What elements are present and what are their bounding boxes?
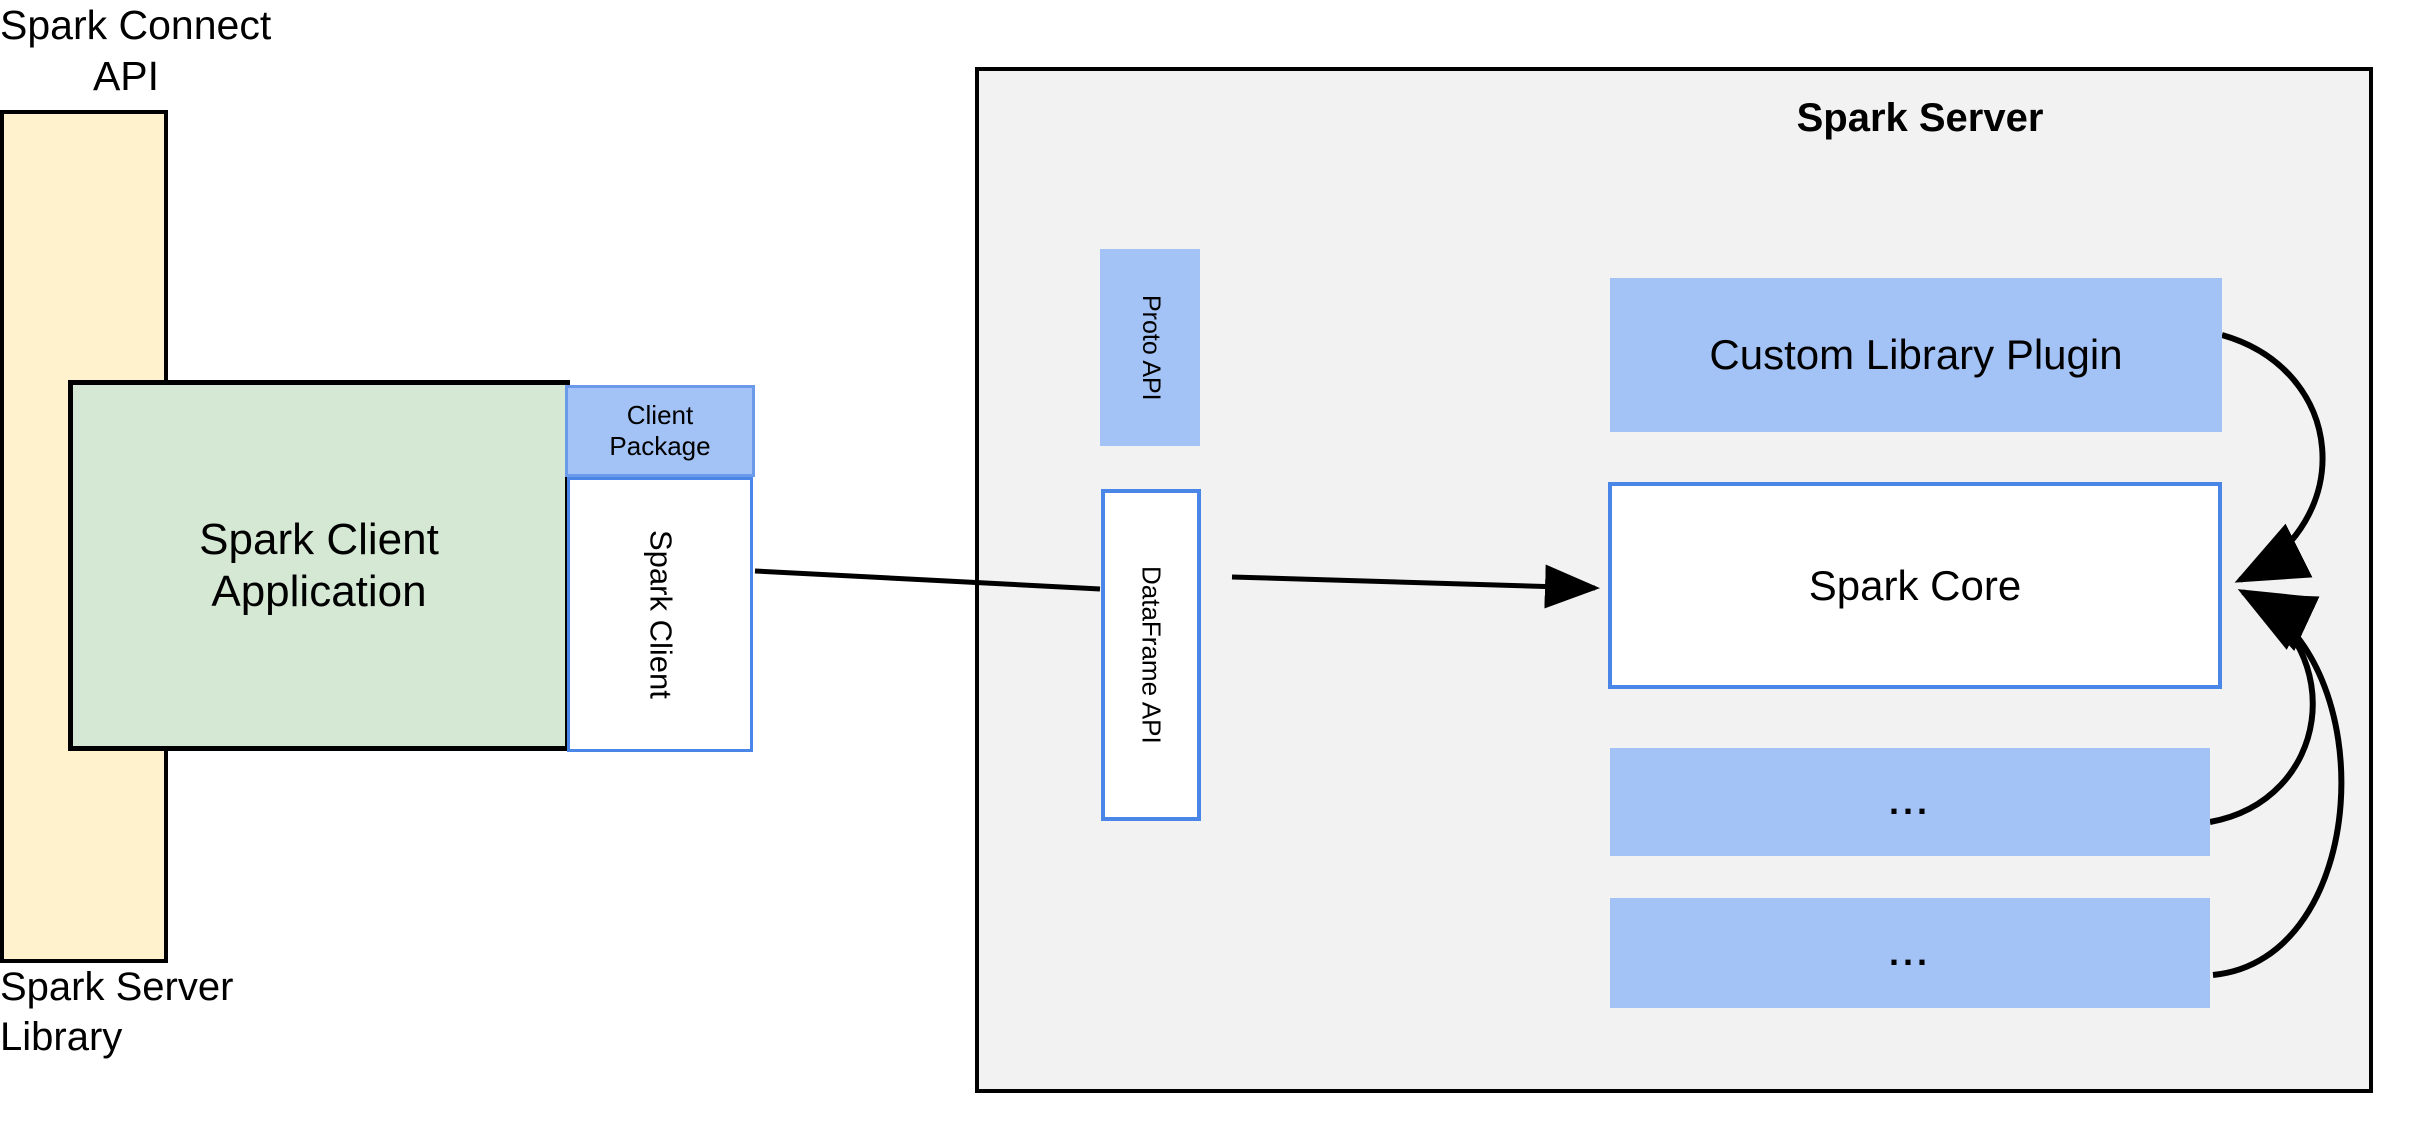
dataframe-api-label: DataFrame API: [1136, 566, 1167, 744]
spark-client-box[interactable]: Spark Client: [567, 477, 753, 752]
plugin-placeholder-label-1: ...: [1888, 780, 1931, 822]
spark-client-application-box[interactable]: Spark Client Application: [68, 380, 570, 751]
plugin-placeholder-box-1[interactable]: ...: [1610, 748, 2210, 856]
plugin-placeholder-label-2: ...: [1888, 931, 1931, 973]
plugin-placeholder-box-2[interactable]: ...: [1610, 898, 2210, 1008]
spark-connect-api-line-1: Spark Connect: [0, 2, 272, 48]
client-package-label: Client Package: [609, 400, 710, 461]
spark-client-application-label: Spark Client Application: [199, 514, 439, 618]
proto-api-label: Proto API: [1136, 294, 1165, 401]
spark-core-box[interactable]: Spark Core: [1608, 482, 2222, 689]
spark-server-library-label: Spark Server Library: [0, 963, 300, 1073]
spark-connect-api-label: Spark Connect API: [0, 0, 330, 110]
client-app-line-1: Spark Client: [199, 514, 439, 564]
spark-client-label: Spark Client: [643, 530, 679, 699]
proto-api-box[interactable]: Proto API: [1100, 249, 1200, 446]
client-package-line-2: Package: [609, 431, 711, 461]
client-package-line-1: Client: [626, 400, 694, 431]
spark-connect-api-line-2: API: [92, 53, 160, 100]
spark-server-title: Spark Server: [1796, 96, 2044, 141]
custom-library-plugin-label: Custom Library Plugin: [1709, 331, 2123, 379]
client-app-line-2: Application: [211, 566, 427, 616]
client-package-box[interactable]: Client Package: [565, 385, 755, 477]
spark-server-library-line-2: Library: [0, 1014, 123, 1059]
spark-core-label: Spark Core: [1808, 561, 2022, 609]
spark-server-library-line-1: Spark Server: [0, 965, 234, 1009]
custom-library-plugin-box[interactable]: Custom Library Plugin: [1610, 278, 2222, 432]
dataframe-api-box[interactable]: DataFrame API: [1101, 489, 1201, 821]
